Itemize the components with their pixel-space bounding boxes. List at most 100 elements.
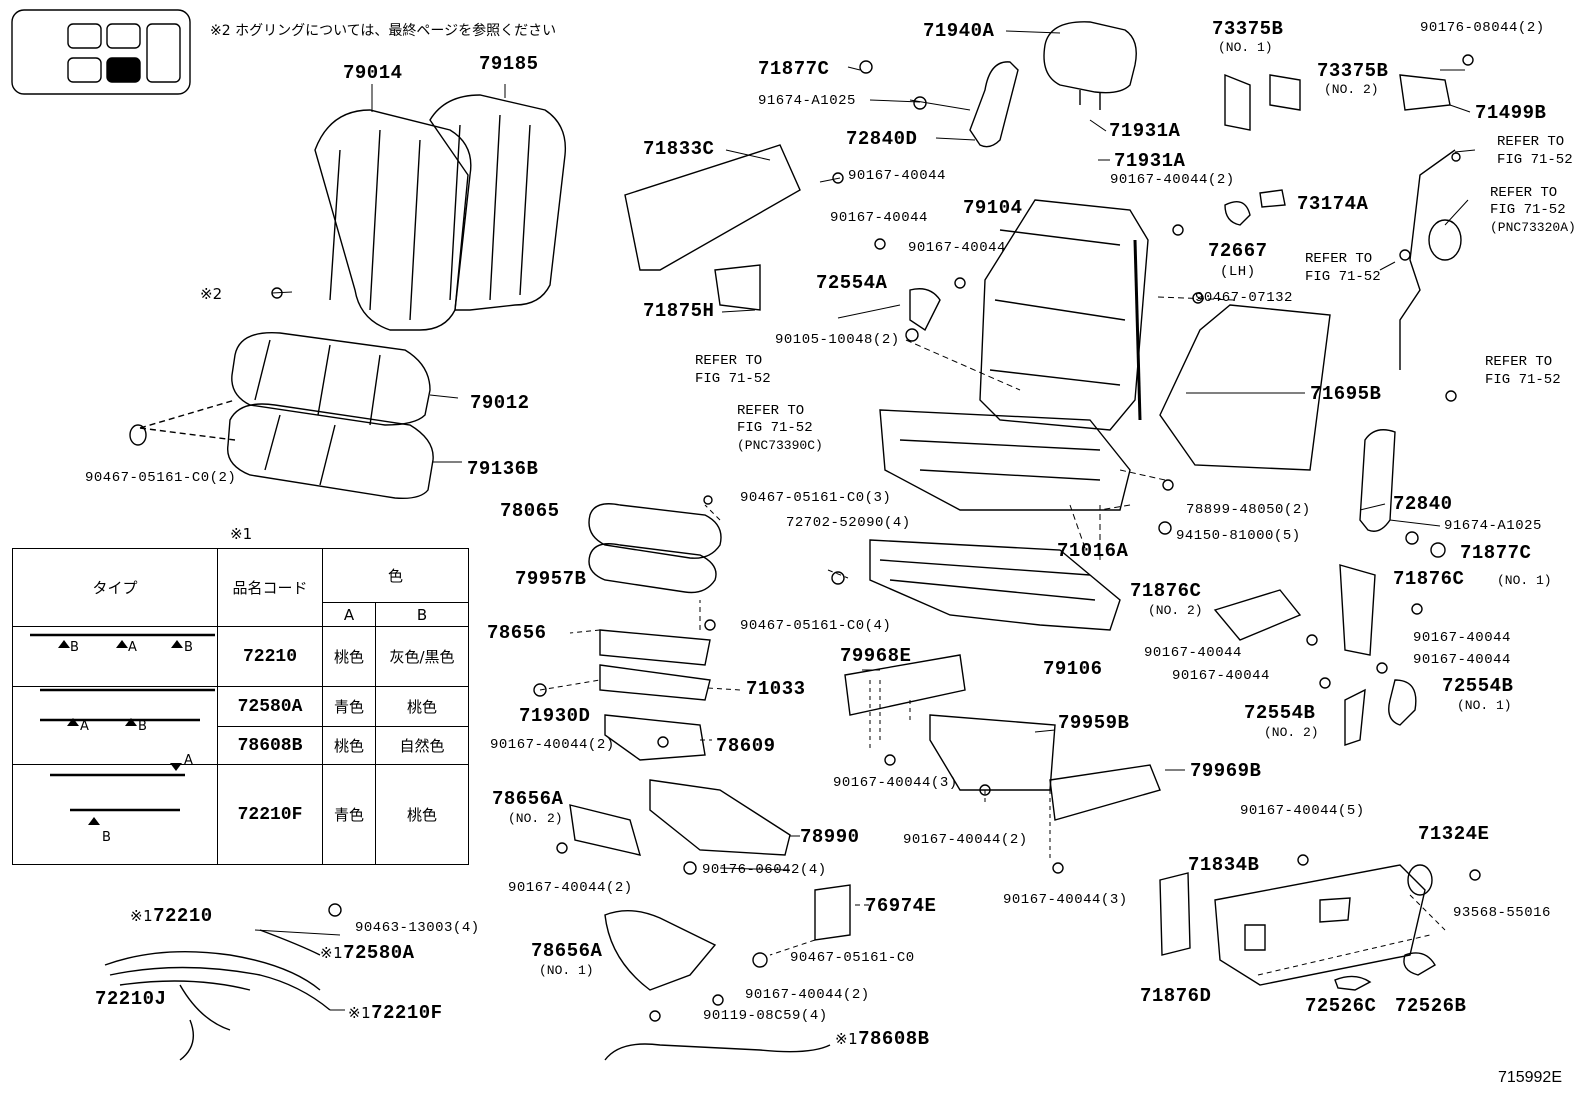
part-label: 90467-05161-C0(2) (85, 470, 237, 486)
wire-78608B (604, 1043, 831, 1061)
type-diagram (12, 686, 218, 765)
cover-71876C-2 (1213, 589, 1302, 641)
part-label: ※172210 (130, 905, 213, 927)
part-label: (NO. 1) (1497, 573, 1552, 588)
side-cover-71833C (624, 144, 801, 271)
part-label: 90167-40044 (1144, 645, 1242, 661)
part-label: 78609 (716, 735, 776, 757)
cover-72667 (1224, 201, 1251, 226)
arrow-label-a: A (128, 640, 137, 655)
color-b: 自然色 (375, 726, 469, 765)
part-label: 79014 (343, 62, 403, 84)
bracket-73375B-2 (1269, 74, 1301, 111)
cover-79969B (1049, 764, 1161, 821)
part-label: 72554B (1442, 675, 1514, 697)
arrow-label-b: B (70, 640, 79, 655)
part-label: (NO. 2) (1148, 603, 1203, 618)
part-label: 91674-A1025 (758, 93, 856, 109)
type-marker: ※1 (320, 944, 344, 962)
header-color-b: B (375, 602, 469, 627)
armrest-bracket-71033 (599, 664, 711, 701)
cover-72554A (909, 288, 941, 332)
cover-73174A (1259, 189, 1286, 208)
type-marker: ※1 (835, 1030, 859, 1048)
cover-79959B (929, 714, 1056, 791)
armrest-base-78656 (599, 629, 711, 666)
knob-71324E (1407, 864, 1433, 896)
part-label: 90167-40044(3) (833, 775, 958, 791)
part-code: 72580A (217, 686, 323, 727)
header-color: 色 (322, 548, 469, 603)
seat-back-board-71695B (1159, 304, 1331, 471)
table-row: 72210F 青色 桃色 (12, 764, 469, 865)
header-code: 品名コード (217, 548, 323, 627)
cover-78656A-1 (604, 910, 717, 991)
part-label: 90167-40044 (908, 240, 1006, 256)
seat-frame-71016A (879, 409, 1131, 511)
part-label: 79104 (963, 197, 1023, 219)
part-label: 71875H (643, 300, 715, 322)
part-label: 73375B (1317, 60, 1389, 82)
cable-type-table: タイプ 品名コード 色 A B 72210 桃色 灰色/黒色 72580A 青色… (12, 548, 469, 865)
part-label: 72554B (1244, 702, 1316, 724)
part-label: ※178608B (835, 1028, 930, 1050)
cover-72554B-2 (1344, 688, 1366, 746)
arrow-label-b: B (184, 640, 193, 655)
header-color-a: A (322, 602, 376, 627)
armrest-72840D (969, 61, 1019, 148)
part-label: 72840 (1393, 493, 1453, 515)
part-label: 71834B (1188, 854, 1260, 876)
part-label: 91674-A1025 (1444, 518, 1542, 534)
buckle-71499B (1399, 74, 1451, 111)
part-label: (NO. 1) (1218, 40, 1273, 55)
part-label: 71695B (1310, 383, 1382, 405)
part-code: 72210F (217, 764, 323, 865)
part-label: 90467-07132 (1195, 290, 1293, 306)
part-label: 78656 (487, 622, 547, 644)
color-a: 桃色 (322, 726, 376, 765)
part-label: 79959B (1058, 712, 1130, 734)
headrest-71940A (1043, 21, 1137, 94)
part-label: 90167-40044(5) (1240, 803, 1365, 819)
type-marker: ※1 (130, 907, 154, 925)
part-label: 79968E (840, 645, 912, 667)
view-index-icon (11, 9, 191, 95)
cover-79968E (844, 654, 966, 716)
part-label: 90167-40044 (848, 168, 946, 184)
part-label: 71877C (758, 58, 830, 80)
type-diagram (12, 626, 218, 687)
table-row: 78608B 桃色 自然色 (13, 726, 469, 765)
part-label: 71876C (1393, 568, 1465, 590)
seat-cushion-cover-79136B (226, 403, 434, 500)
part-label: 72526C (1305, 995, 1377, 1017)
part-label: 73174A (1297, 193, 1369, 215)
hog-ring-note: ※2 ホグリングについては、最終ページを参照ください (210, 23, 557, 39)
part-label: 71940A (923, 20, 995, 42)
part-label: (NO. 2) (1264, 725, 1319, 740)
part-label: 71877C (1460, 542, 1532, 564)
diagram-id: 715992E (1497, 1069, 1562, 1086)
seat-track-79106 (869, 539, 1121, 631)
seat-back-cover-79014 (314, 109, 472, 331)
part-label: 72210J (95, 988, 167, 1010)
part-label: 78065 (500, 500, 560, 522)
part-label: 71931A (1114, 150, 1186, 172)
part-label: 90167-40044(2) (508, 880, 633, 896)
part-label: 90467-05161-C0(4) (740, 618, 892, 634)
color-b: 桃色 (375, 764, 469, 865)
part-code: 78608B (217, 726, 323, 765)
recliner-cover-71834B (1214, 864, 1426, 986)
part-label: 90167-40044(3) (1003, 892, 1128, 908)
type-diagram (12, 764, 218, 865)
part-label: (NO. 2) (508, 811, 563, 826)
part-label: 79012 (470, 392, 530, 414)
part-label: 90167-40044(2) (490, 737, 615, 753)
part-label: 72554A (816, 272, 888, 294)
part-label: 90467-05161-C0(3) (740, 490, 892, 506)
armrest-72840 (1359, 429, 1396, 532)
part-label: 90176-08044(2) (1420, 20, 1545, 36)
part-label: (NO. 1) (539, 963, 594, 978)
arrow-label-b: B (138, 719, 147, 734)
